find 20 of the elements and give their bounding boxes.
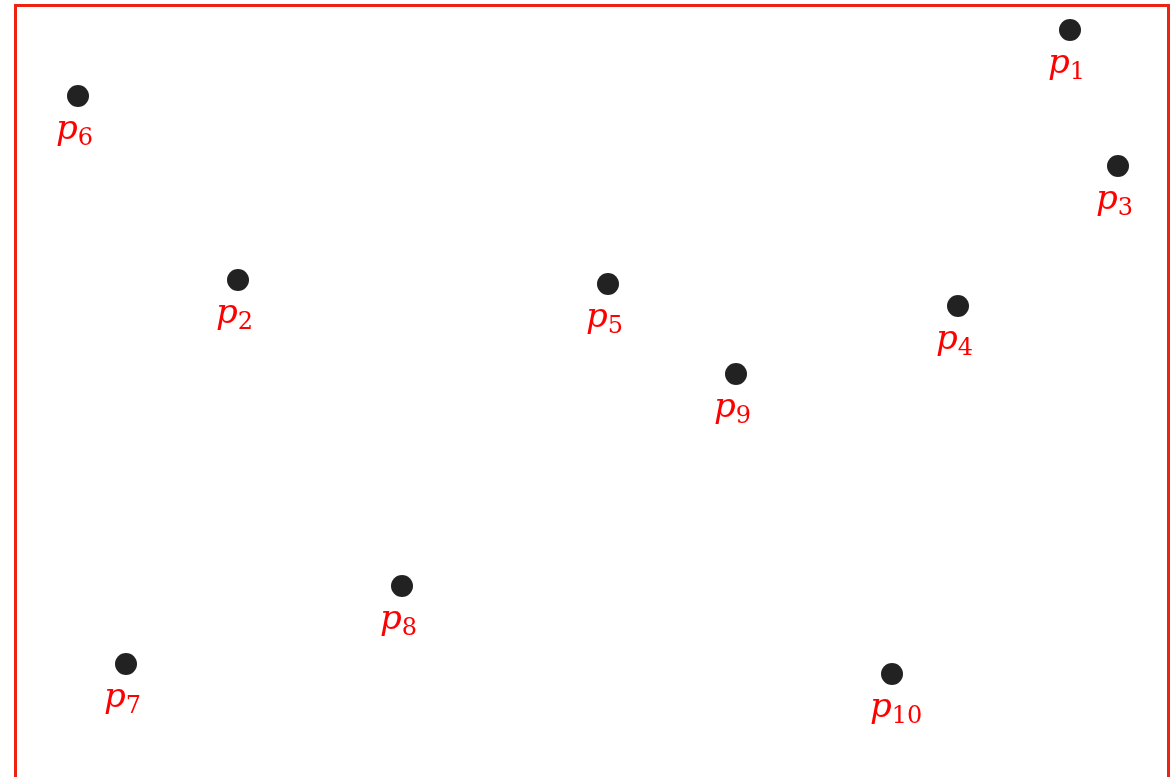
point-dot bbox=[1059, 19, 1081, 41]
point-label: p$_{8}$ bbox=[380, 600, 418, 639]
point-dot bbox=[1107, 155, 1129, 177]
point-dot bbox=[391, 575, 413, 597]
point-label: p$_{3}$ bbox=[1096, 180, 1134, 219]
point-label: p$_{5}$ bbox=[586, 298, 624, 337]
point-dot bbox=[597, 273, 619, 295]
point-label: p$_{4}$ bbox=[936, 320, 974, 359]
point-dot bbox=[115, 653, 137, 675]
point-label: p$_{2}$ bbox=[216, 294, 254, 333]
point-label: p$_{1}$ bbox=[1048, 44, 1086, 83]
point-label: p$_{9}$ bbox=[714, 388, 752, 427]
point-label: p$_{6}$ bbox=[56, 110, 94, 149]
point-label: p$_{7}$ bbox=[104, 678, 142, 717]
point-dot bbox=[947, 295, 969, 317]
point-dot bbox=[67, 85, 89, 107]
point-dot bbox=[725, 363, 747, 385]
point-dot bbox=[881, 663, 903, 685]
point-label: p$_{10}$ bbox=[870, 688, 923, 727]
point-dot bbox=[227, 269, 249, 291]
